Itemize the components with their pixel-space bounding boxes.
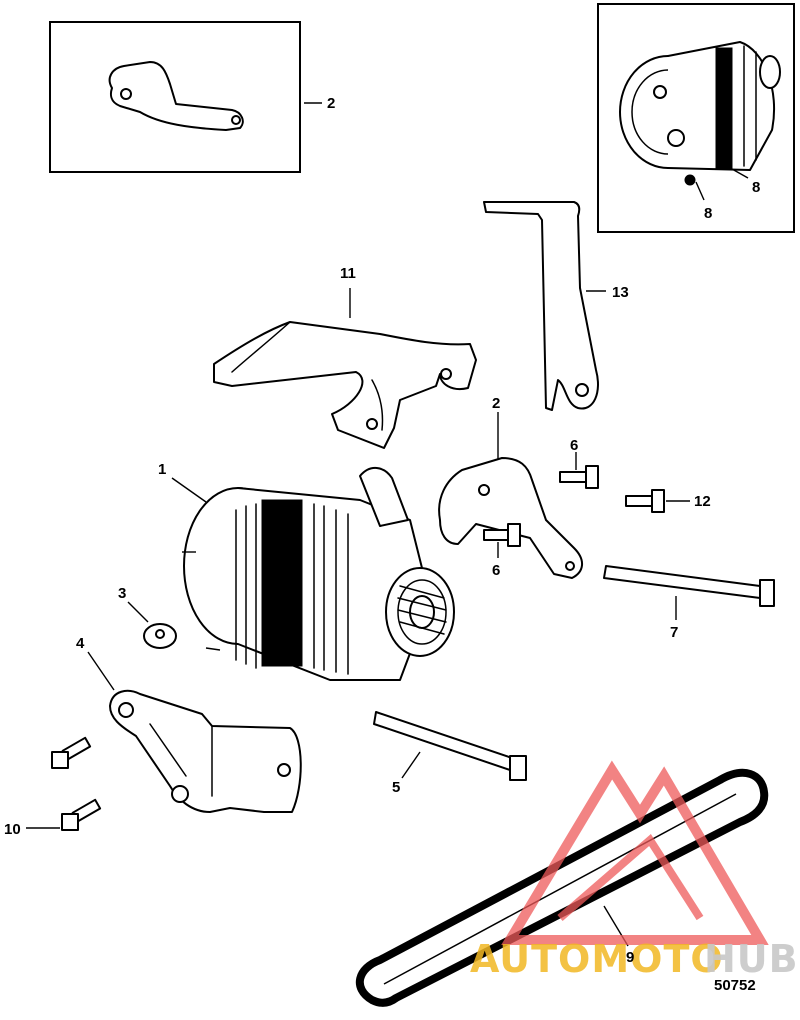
- callout-2-inset: 2: [327, 95, 335, 112]
- bolt-6-upper: [559, 452, 599, 489]
- callout-2-main: 2: [492, 395, 500, 412]
- inset-bracket-2: [49, 21, 322, 173]
- callout-8-lower: 8: [704, 205, 712, 222]
- alternator-1: [171, 467, 455, 681]
- figure-number: 50752: [714, 977, 756, 994]
- callout-7: 7: [670, 624, 678, 641]
- bolt-12: [625, 489, 690, 513]
- callout-12: 12: [694, 493, 711, 510]
- bolt-5: [373, 711, 527, 781]
- watermark-text-secondary: HUB: [704, 937, 799, 981]
- alternator-cover-11: [213, 288, 477, 449]
- nut-3: [127, 601, 177, 649]
- triangle-logo-icon: [501, 760, 769, 945]
- callout-6-lower: 6: [492, 562, 500, 579]
- bracket-13: [483, 201, 606, 411]
- callout-5: 5: [392, 779, 400, 796]
- callout-9: 9: [626, 949, 634, 966]
- drive-belt-9: [355, 768, 769, 1007]
- callout-6-upper: 6: [570, 437, 578, 454]
- callout-1: 1: [158, 461, 166, 478]
- bracket-2-main: [438, 412, 583, 579]
- watermark-text-primary: AUTOMOTO: [470, 937, 724, 981]
- callout-11: 11: [340, 265, 356, 282]
- callout-4: 4: [76, 635, 85, 652]
- bolt-10-upper: [51, 736, 92, 769]
- bolt-6-lower: [483, 523, 521, 558]
- callout-13: 13: [612, 284, 629, 301]
- bracket-4: [87, 651, 302, 813]
- inset-alternator-rear: [597, 3, 795, 233]
- callout-10: 10: [4, 821, 21, 838]
- bolt-7: [603, 565, 775, 620]
- bolt-10-lower: [26, 798, 102, 831]
- callout-3: 3: [118, 585, 126, 602]
- callout-8-upper: 8: [752, 179, 760, 196]
